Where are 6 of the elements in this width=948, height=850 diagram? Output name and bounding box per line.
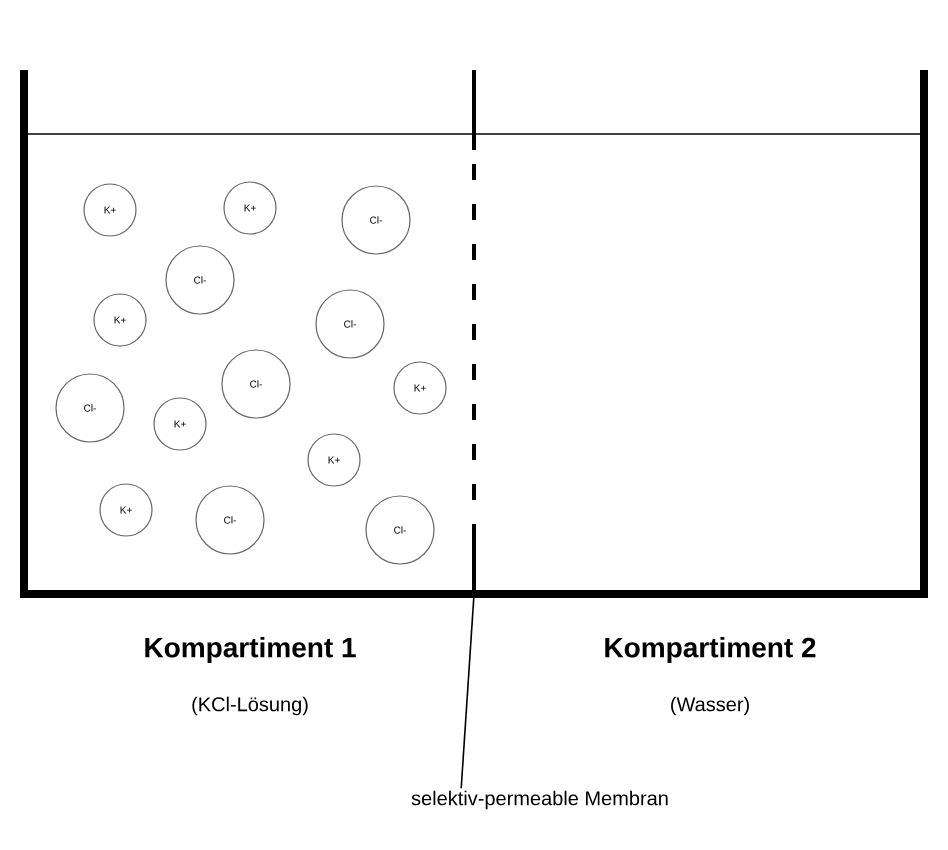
leader-line [460,593,475,790]
compartment-subtitle: (KCl-Lösung) [192,696,308,716]
compartment-title: Kompartiment 2 [605,636,816,664]
compartment-title: Kompartiment 1 [145,636,356,664]
compartment-subtitle: (Wasser) [671,696,749,716]
membrane-label: selektiv-permeable Membran [411,790,668,810]
